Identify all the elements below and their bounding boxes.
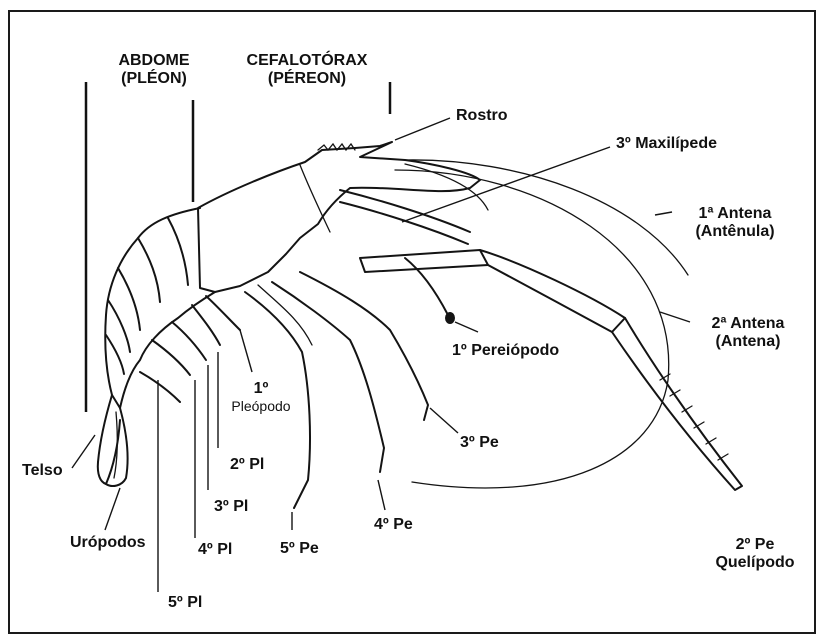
label-pe2: 2º Pe Quelípodo [700,536,810,573]
pleopod-4 [152,340,190,375]
leader-maxilipede [402,147,610,222]
leader-pleopodo1 [240,330,252,372]
second-pereiopod-merus [360,250,488,272]
label-telso: Telso [22,462,63,480]
leader-pe3 [430,408,458,433]
label-pe5: 5º Pe [280,540,319,558]
leader-telso [72,435,95,468]
abdomen-segment-line [168,218,188,285]
region-cefalotorax: CEFALOTÓRAX (PÉREON) [232,52,382,89]
label-pl3: 3º Pl [214,498,248,516]
abdomen-segment-line [138,238,160,302]
label-pe4: 4º Pe [374,516,413,534]
label-antena1: 1ª Antena (Antênula) [672,205,798,242]
label-pl5: 5º Pl [168,594,202,612]
label-pl2: 2º Pl [230,456,264,474]
leader-antena2 [660,312,690,322]
pleopod-3 [172,322,206,360]
region-cefalotorax-subtitle: (PÉREON) [232,70,382,88]
first-pereiopod [405,258,448,315]
label-antena1-title: 1ª Antena [672,205,798,223]
label-pleopodo1: 1º Pleópodo [226,380,296,414]
label-pe2-subtitle: Quelípodo [700,554,810,572]
label-antena1-subtitle: (Antênula) [672,223,798,241]
leader-pe4 [378,480,385,510]
carapace-outline [198,142,480,292]
leg-extra [258,285,312,345]
pleopod-1 [206,296,240,330]
first-pereiopod-tip [445,312,455,324]
label-antena2: 2ª Antena (Antena) [692,315,804,352]
third-maxilliped [340,190,470,232]
leader-pereiopodo1 [455,322,478,332]
label-pleopodo1-number: 1º [226,380,296,398]
second-pereiopod-carpus [480,250,625,332]
pleopod-5 [140,372,180,402]
label-pl4: 4º Pl [198,541,232,559]
region-abdome: ABDOME (PLÉON) [108,52,200,89]
label-pleopodo1-word: Pleópodo [226,398,296,414]
third-pereiopod [300,272,428,420]
abdomen-segment-line [118,268,140,330]
carapace-groove [300,165,330,232]
label-uropodos: Urópodos [70,534,146,552]
uropod-inner [114,412,117,478]
label-maxilipede: 3º Maxilípede [616,135,717,153]
region-cefalotorax-title: CEFALOTÓRAX [232,52,382,70]
pleopod-2 [192,305,220,345]
leader-rostro [395,118,450,140]
label-pe2-title: 2º Pe [700,536,810,554]
region-abdome-title: ABDOME [108,52,200,70]
label-pereiopodo1: 1º Pereiópodo [452,342,559,360]
abdomen-segment-line [106,335,124,374]
leader-antena1 [655,212,672,215]
label-pe3: 3º Pe [460,434,499,452]
label-antena2-title: 2ª Antena [692,315,804,333]
region-abdome-subtitle: (PLÉON) [108,70,200,88]
leader-uropodos [105,488,120,530]
label-antena2-subtitle: (Antena) [692,333,804,351]
label-rostro: Rostro [456,107,508,125]
